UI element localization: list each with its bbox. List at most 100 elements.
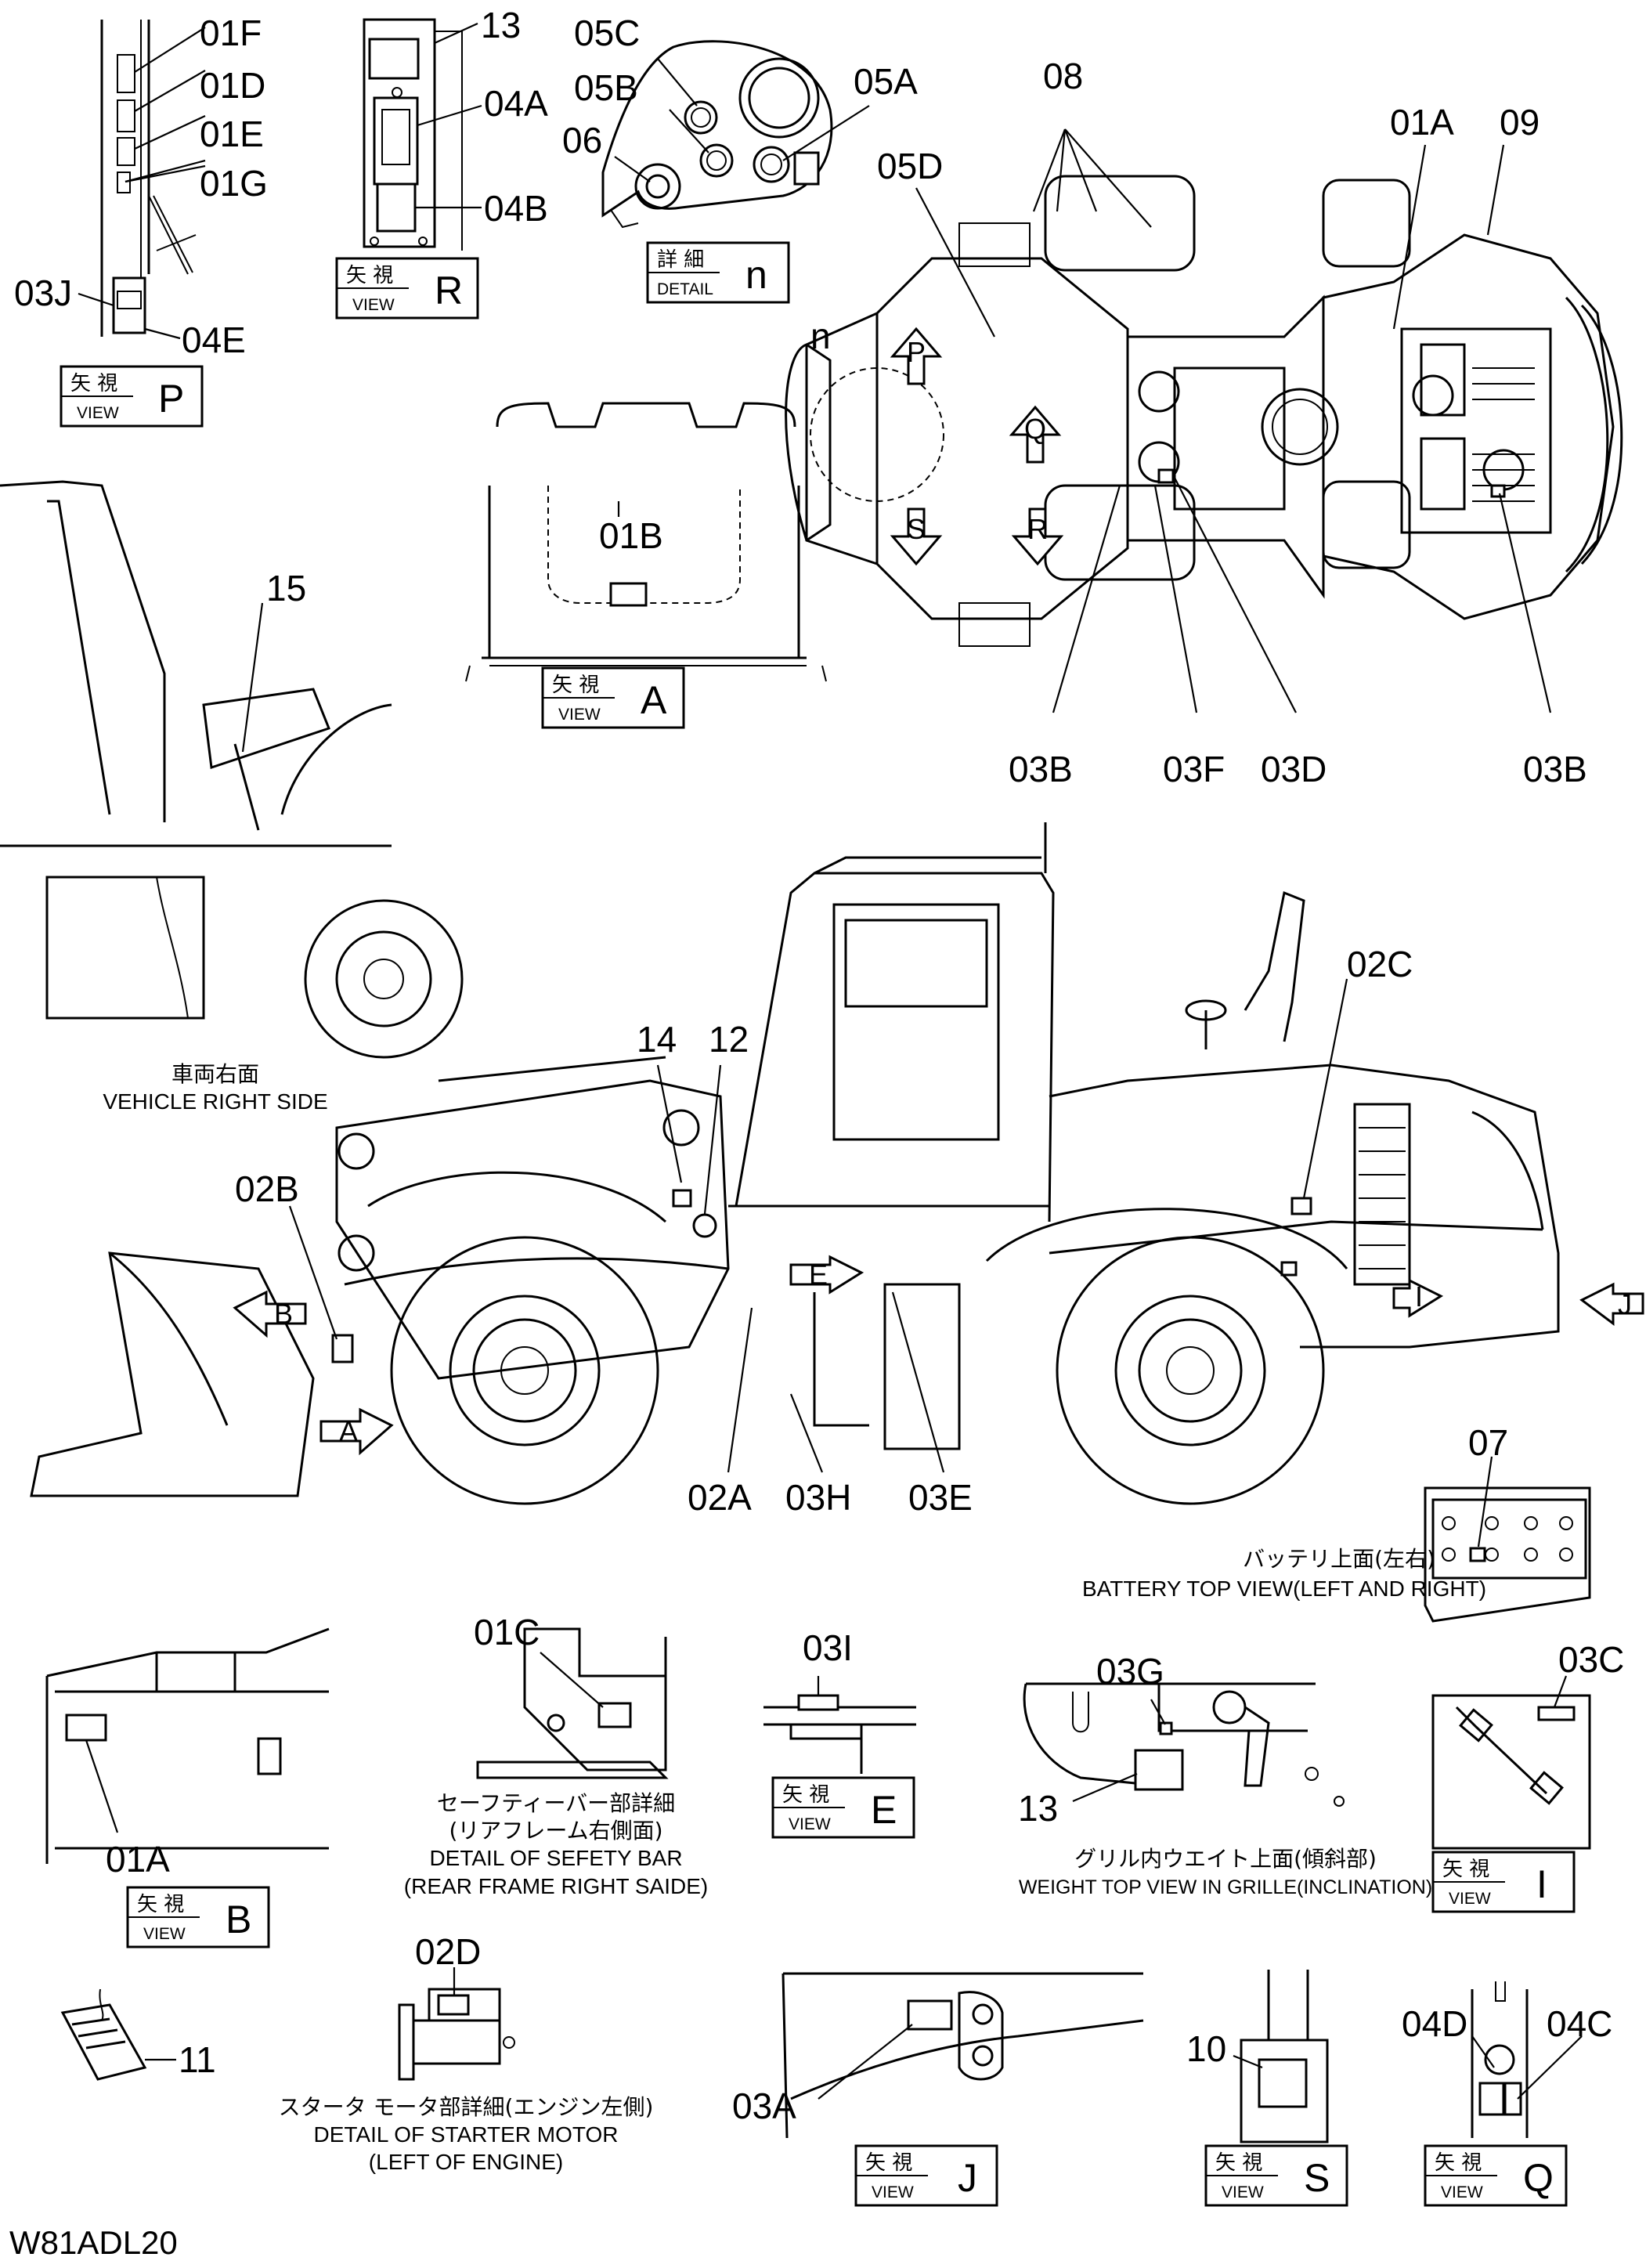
- caption-starter-en2: (LEFT OF ENGINE): [369, 2150, 563, 2174]
- label-02B: 02B: [235, 1168, 299, 1209]
- label-04B: 04B: [484, 188, 548, 229]
- label-02D: 02D: [415, 1931, 481, 1972]
- label-01A-top: 01A: [1390, 102, 1454, 143]
- label-02A: 02A: [688, 1477, 752, 1518]
- caption-battery-jp: バッテリ上面(左右): [1243, 1546, 1435, 1572]
- battery-top-view: 07 バッテリ上面(左右) BATTERY TOP VIEW(LEFT AND …: [1082, 1422, 1591, 1623]
- caption-starter-en1: DETAIL OF STARTER MOTOR: [314, 2122, 619, 2147]
- label-05B: 05B: [574, 67, 638, 108]
- caption-safety-en1: DETAIL OF SEFETY BAR: [429, 1846, 682, 1870]
- view-letter: R: [435, 269, 463, 312]
- label-03A: 03A: [732, 2086, 796, 2126]
- label-03I: 03I: [803, 1627, 853, 1668]
- view-letter: I: [1536, 1862, 1547, 1906]
- label-05D: 05D: [877, 146, 943, 186]
- label-03F: 03F: [1163, 749, 1225, 789]
- drawing-code: W81ADL20: [9, 2224, 178, 2261]
- view-word: VIEW: [1222, 2183, 1264, 2201]
- label-10: 10: [1186, 2028, 1226, 2069]
- view-word: VIEW: [143, 1925, 186, 1943]
- view-kanji: 矢 視: [782, 1783, 829, 1807]
- view-letter: Q: [1523, 2156, 1554, 2200]
- label-13-view-r: 13: [481, 5, 521, 45]
- view-s-detail: 10: [1186, 1970, 1329, 2143]
- view-word: VIEW: [872, 2183, 914, 2201]
- arrow-label-Q: Q: [1024, 413, 1046, 445]
- label-03B-right: 03B: [1523, 749, 1587, 789]
- label-07: 07: [1468, 1422, 1508, 1463]
- view-letter: A: [641, 678, 667, 722]
- view-letter: E: [871, 1788, 897, 1832]
- side-grille-lines: [1359, 1127, 1406, 1269]
- detail-letter: n: [745, 253, 767, 297]
- label-01F: 01F: [200, 13, 262, 53]
- caption-grille-jp: グリル内ウエイト上面(傾斜部): [1074, 1846, 1377, 1872]
- label-12: 12: [709, 1019, 749, 1060]
- caption-safety-en2: (REAR FRAME RIGHT SAIDE): [404, 1874, 708, 1898]
- label-11: 11: [179, 2039, 216, 2080]
- arrow-label-J: J: [1618, 1288, 1632, 1320]
- caption-starter-jp: スタータ モータ部詳細(エンジン左側): [279, 2094, 654, 2120]
- caption-vehicle-right-jp: 車両右面: [171, 1061, 259, 1087]
- label-04D: 04D: [1402, 2003, 1467, 2044]
- label-01A-view-b: 01A: [106, 1839, 170, 1880]
- view-word: VIEW: [558, 706, 601, 724]
- label-03H: 03H: [785, 1477, 851, 1518]
- label-03J: 03J: [14, 273, 72, 313]
- arrow-label-S: S: [907, 513, 926, 545]
- grille-weight-detail: 03G 13 グリル内ウエイト上面(傾斜部) WEIGHT TOP VIEW I…: [1018, 1651, 1432, 1898]
- detail-n-gauges: 05C 05B 05A 06: [562, 13, 918, 229]
- view-box-P: 矢 視 VIEW P: [60, 365, 204, 428]
- label-04A: 04A: [484, 83, 548, 124]
- view-kanji: 矢 視: [865, 2151, 912, 2175]
- label-09: 09: [1500, 102, 1540, 143]
- caption-safety-jp1: セーフティーバー部詳細: [437, 1790, 675, 1816]
- label-05A: 05A: [854, 61, 918, 102]
- arrow-label-B: B: [274, 1298, 293, 1330]
- view-box-B: 矢 視 VIEW B: [126, 1886, 270, 1948]
- vehicle-right-side-view: 15 車両右面 VEHICLE RIGHT SIDE: [0, 480, 464, 1114]
- label-02C: 02C: [1347, 944, 1413, 984]
- caption-safety-jp2: (リアフレーム右側面): [449, 1818, 662, 1844]
- caption-grille-en: WEIGHT TOP VIEW IN GRILLE(INCLINATION): [1019, 1876, 1432, 1898]
- view-word: VIEW: [1449, 1890, 1491, 1908]
- arrow-label-A: A: [339, 1415, 358, 1447]
- view-a-detail: 01B: [465, 402, 827, 682]
- view-box-S: 矢 視 VIEW S: [1204, 2144, 1348, 2207]
- label-04C: 04C: [1547, 2003, 1612, 2044]
- label-03B-left: 03B: [1009, 749, 1073, 789]
- view-p-detail: 01F 01D 01E 01G 03J 04E: [14, 13, 268, 360]
- label-13-grille: 13: [1018, 1788, 1058, 1829]
- starter-motor-detail: 02D スタータ モータ部詳細(エンジン左側) DETAIL OF STARTE…: [279, 1931, 654, 2174]
- view-word: VIEW: [789, 1815, 831, 1833]
- label-03G: 03G: [1096, 1651, 1164, 1692]
- view-i-detail: 03C: [1431, 1639, 1624, 1850]
- view-letter: B: [226, 1898, 251, 1941]
- view-r-detail: 13 04A 04B: [363, 5, 548, 251]
- label-03E: 03E: [908, 1477, 973, 1518]
- label-n: n: [810, 316, 831, 356]
- view-box-I: 矢 視 VIEW I: [1431, 1851, 1576, 1913]
- view-letter: S: [1304, 2156, 1330, 2200]
- label-14: 14: [637, 1019, 677, 1060]
- label-01B: 01B: [599, 515, 663, 556]
- view-box-R: 矢 視 VIEW R: [335, 257, 479, 320]
- label-06: 06: [562, 120, 602, 161]
- view-kanji: 矢 視: [1442, 1858, 1489, 1881]
- view-b-detail: 01A: [45, 1627, 330, 1880]
- detail-kanji: 詳 細: [657, 248, 704, 272]
- caption-vehicle-right-en: VEHICLE RIGHT SIDE: [103, 1089, 327, 1114]
- label-01G: 01G: [200, 163, 268, 204]
- label-01E: 01E: [200, 114, 264, 154]
- detail-box-n: 詳 細 DETAIL n: [646, 241, 790, 304]
- view-kanji: 矢 視: [70, 372, 117, 395]
- view-word: VIEW: [1441, 2183, 1483, 2201]
- label-03C: 03C: [1558, 1639, 1624, 1680]
- arrow-label-I: I: [1415, 1280, 1423, 1313]
- item-11-detail: 11: [60, 1988, 216, 2081]
- label-04E: 04E: [182, 320, 246, 360]
- label-03D: 03D: [1261, 749, 1327, 789]
- view-word: VIEW: [77, 404, 119, 422]
- view-j-detail: 03A: [732, 1972, 1144, 2139]
- label-01D: 01D: [200, 65, 265, 106]
